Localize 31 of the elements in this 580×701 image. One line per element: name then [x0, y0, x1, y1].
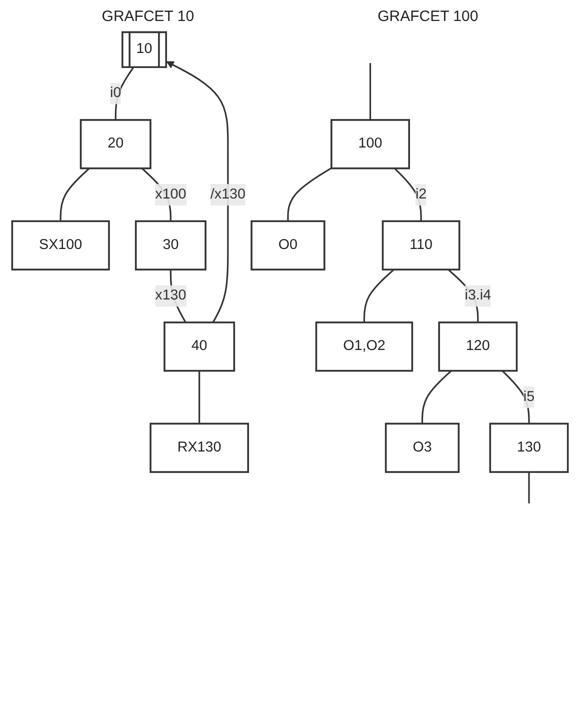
connector — [60, 168, 90, 222]
node-box: 100 — [330, 119, 410, 170]
edge-label: i5 — [523, 389, 535, 404]
node-box: O0 — [250, 220, 326, 270]
node-box: 110 — [382, 220, 460, 270]
edge-label: i2 — [415, 186, 427, 202]
edge-label: i3.i4 — [464, 288, 492, 304]
edge-label: x100 — [155, 186, 186, 202]
node-box: O1,O2 — [315, 322, 414, 372]
chart-heading: GRAFCET 100 — [378, 8, 478, 25]
edge-label: /x130 — [210, 186, 246, 202]
edge-label: i0 — [110, 85, 122, 101]
node-box: 30 — [134, 220, 206, 270]
node-box: 20 — [80, 119, 152, 170]
node-box: O3 — [384, 422, 460, 473]
connector — [528, 472, 530, 504]
node-box: RX130 — [150, 422, 249, 473]
connector — [502, 370, 530, 424]
connector — [369, 63, 372, 120]
edge-label: x130 — [155, 288, 186, 304]
connector — [198, 370, 200, 424]
connector — [421, 370, 452, 424]
connector — [363, 268, 394, 322]
node-box: 40 — [164, 322, 236, 372]
connector — [114, 67, 134, 120]
connector — [394, 168, 422, 222]
connector — [287, 167, 332, 222]
node-box: 120 — [438, 322, 518, 372]
node-box: SX100 — [11, 220, 110, 270]
chart-heading: GRAFCET 10 — [102, 8, 194, 25]
node-box: 130 — [489, 422, 569, 473]
